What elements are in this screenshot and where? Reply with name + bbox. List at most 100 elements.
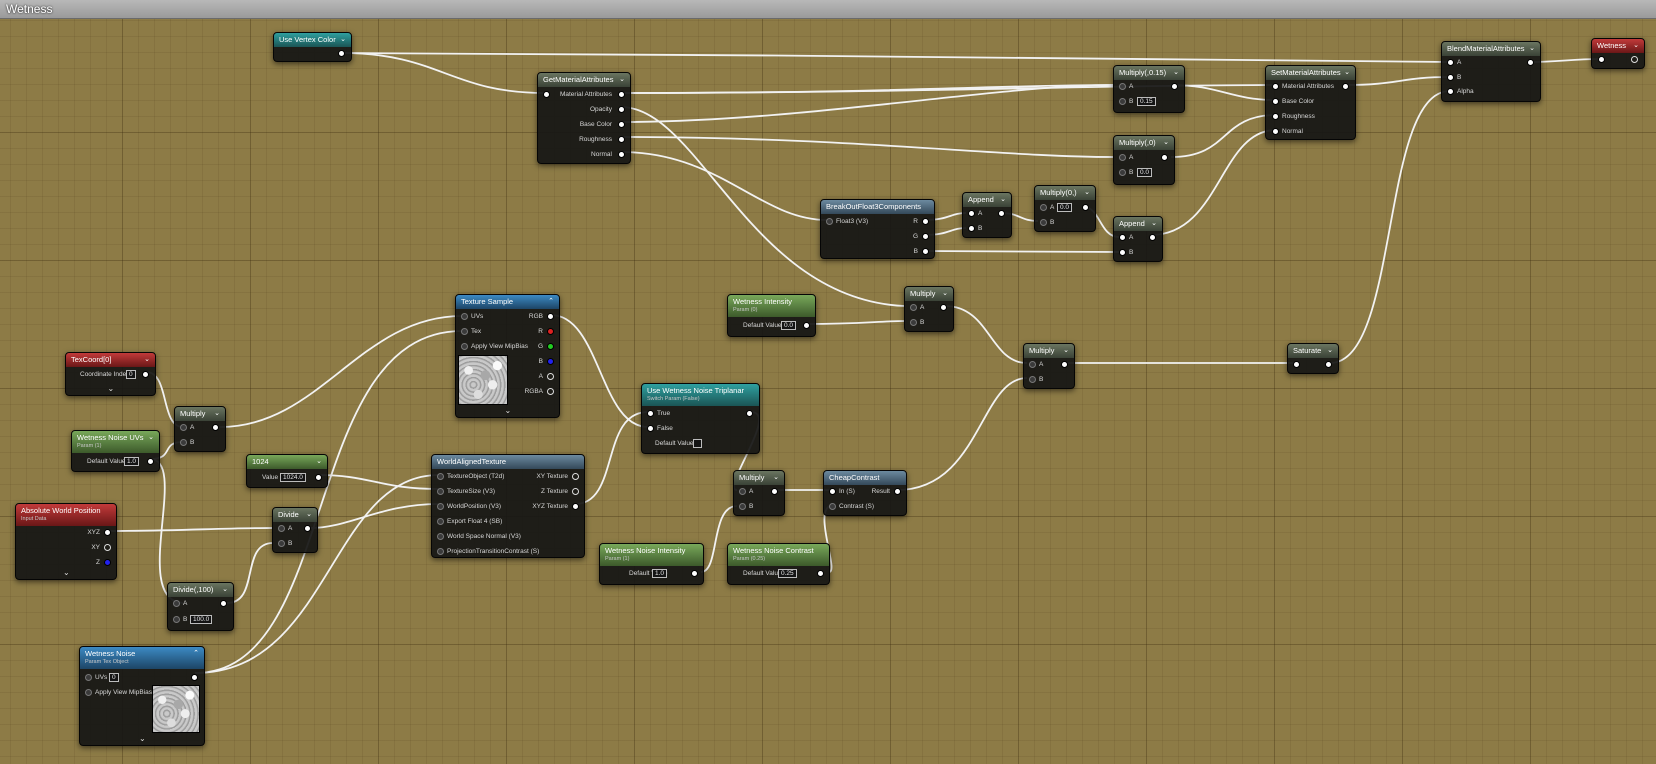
chevron-down-icon[interactable]: ⌄ bbox=[773, 474, 779, 481]
input-pin[interactable] bbox=[1119, 98, 1126, 105]
constant-1024-node[interactable]: 1024 ⌄ Value 1024.0 bbox=[246, 454, 328, 488]
chevron-down-icon[interactable]: ⌄ bbox=[306, 511, 312, 518]
chevron-down-icon[interactable]: ⌄ bbox=[340, 36, 346, 43]
output-pin[interactable] bbox=[191, 674, 198, 681]
value-field[interactable]: 100.0 bbox=[190, 615, 213, 624]
output-pin[interactable] bbox=[1325, 361, 1332, 368]
input-pin[interactable] bbox=[1029, 376, 1036, 383]
input-pin[interactable] bbox=[543, 91, 550, 98]
output-pin[interactable] bbox=[1061, 361, 1068, 368]
chevron-down-icon[interactable]: ⌄ bbox=[1173, 69, 1179, 76]
chevron-down-icon[interactable]: ⌄ bbox=[139, 734, 146, 743]
chevron-down-icon[interactable]: ⌄ bbox=[214, 410, 220, 417]
input-pin[interactable] bbox=[826, 218, 833, 225]
output-pin[interactable] bbox=[1171, 83, 1178, 90]
input-pin[interactable] bbox=[647, 410, 654, 417]
output-pin[interactable] bbox=[618, 121, 625, 128]
input-pin[interactable] bbox=[1119, 154, 1126, 161]
chevron-down-icon[interactable]: ⌄ bbox=[1344, 69, 1350, 76]
input-pin[interactable] bbox=[437, 473, 444, 480]
value-field[interactable]: 0.15 bbox=[1137, 97, 1156, 106]
wetness-noise-texture-param-node[interactable]: Wetness Noise Param Tex Object ⌃ UVs 0 A… bbox=[79, 646, 205, 746]
input-pin[interactable] bbox=[1119, 169, 1126, 176]
input-pin[interactable] bbox=[278, 525, 285, 532]
input-pin[interactable] bbox=[1293, 361, 1300, 368]
input-pin[interactable] bbox=[173, 600, 180, 607]
input-pin[interactable] bbox=[1272, 83, 1279, 90]
input-pin[interactable] bbox=[1598, 56, 1605, 63]
output-pin[interactable] bbox=[147, 458, 154, 465]
input-pin[interactable] bbox=[437, 548, 444, 555]
output-pin[interactable] bbox=[315, 474, 322, 481]
divide-100-node[interactable]: Divide(,100) ⌄ A B 100.0 bbox=[167, 582, 234, 631]
texture-sample-node[interactable]: Texture Sample ⌃ UVs Tex Apply View MipB… bbox=[455, 294, 560, 418]
texcoord-node[interactable]: TexCoord[0] ⌄ Coordinate Index 0 ⌄ bbox=[65, 352, 156, 396]
input-pin[interactable] bbox=[1447, 59, 1454, 66]
output-pin[interactable] bbox=[304, 525, 311, 532]
chevron-down-icon[interactable]: ⌄ bbox=[148, 434, 154, 441]
input-pin[interactable] bbox=[461, 328, 468, 335]
world-aligned-texture-node[interactable]: WorldAlignedTexture TextureObject (T2d) … bbox=[431, 454, 585, 558]
input-pin[interactable] bbox=[180, 424, 187, 431]
output-pin[interactable] bbox=[922, 233, 929, 240]
set-material-attributes-node[interactable]: SetMaterialAttributes ⌄ Material Attribu… bbox=[1265, 65, 1356, 140]
output-pin[interactable] bbox=[572, 473, 579, 480]
use-vertex-color-node[interactable]: Use Vertex Color ⌄ bbox=[273, 32, 352, 62]
input-pin[interactable] bbox=[437, 488, 444, 495]
chevron-down-icon[interactable]: ⌄ bbox=[1633, 42, 1639, 49]
output-pin[interactable] bbox=[572, 503, 579, 510]
breakout-float3-node[interactable]: BreakOutFloat3Components Float3 (V3) R G… bbox=[820, 199, 935, 259]
multiply-node[interactable]: Multiply ⌄ A B bbox=[904, 286, 954, 332]
input-pin[interactable] bbox=[1272, 128, 1279, 135]
input-pin[interactable] bbox=[910, 304, 917, 311]
output-pin[interactable] bbox=[922, 248, 929, 255]
output-pin[interactable] bbox=[547, 373, 554, 380]
input-pin[interactable] bbox=[1272, 98, 1279, 105]
chevron-down-icon[interactable]: ⌄ bbox=[107, 384, 115, 393]
input-pin[interactable] bbox=[1029, 361, 1036, 368]
input-pin[interactable] bbox=[1119, 83, 1126, 90]
input-pin[interactable] bbox=[968, 225, 975, 232]
input-pin[interactable] bbox=[437, 518, 444, 525]
value-field[interactable]: 0.0 bbox=[781, 321, 797, 330]
output-pin[interactable] bbox=[104, 544, 111, 551]
output-pin[interactable] bbox=[771, 488, 778, 495]
chevron-down-icon[interactable]: ⌄ bbox=[1163, 139, 1169, 146]
multiply-node[interactable]: Multiply ⌄ A B bbox=[1023, 343, 1075, 389]
input-pin[interactable] bbox=[1040, 204, 1047, 211]
input-pin[interactable] bbox=[437, 503, 444, 510]
input-pin[interactable] bbox=[739, 488, 746, 495]
input-pin[interactable] bbox=[829, 488, 836, 495]
use-wetness-noise-triplanar-node[interactable]: Use Wetness Noise Triplanar Switch Param… bbox=[641, 383, 760, 454]
input-pin[interactable] bbox=[1447, 74, 1454, 81]
output-pin[interactable] bbox=[572, 488, 579, 495]
output-pin[interactable] bbox=[1149, 234, 1156, 241]
multiply-0-a-node[interactable]: Multiply(0,) ⌄ A 0.0 B bbox=[1034, 185, 1096, 232]
input-pin[interactable] bbox=[461, 313, 468, 320]
value-field[interactable]: 1.0 bbox=[652, 569, 668, 578]
chevron-down-icon[interactable]: ⌄ bbox=[63, 568, 70, 577]
output-pin[interactable] bbox=[547, 328, 554, 335]
input-pin[interactable] bbox=[1040, 219, 1047, 226]
chevron-down-icon[interactable]: ⌄ bbox=[1529, 45, 1535, 52]
value-field[interactable]: 0.25 bbox=[778, 569, 797, 578]
input-pin[interactable] bbox=[1119, 249, 1126, 256]
output-pin[interactable] bbox=[1631, 56, 1638, 63]
wetness-noise-intensity-param-node[interactable]: Wetness Noise Intensity Param (1) Defaul… bbox=[599, 543, 704, 585]
input-pin[interactable] bbox=[1119, 234, 1126, 241]
chevron-down-icon[interactable]: ⌄ bbox=[222, 586, 228, 593]
input-pin[interactable] bbox=[1447, 88, 1454, 95]
output-pin[interactable] bbox=[547, 313, 554, 320]
output-pin[interactable] bbox=[142, 371, 149, 378]
input-pin[interactable] bbox=[647, 425, 654, 432]
input-pin[interactable] bbox=[437, 533, 444, 540]
value-field[interactable]: 0.0 bbox=[1137, 168, 1153, 177]
chevron-down-icon[interactable]: ⌄ bbox=[144, 356, 150, 363]
multiply-node[interactable]: Multiply ⌄ A B bbox=[733, 470, 785, 516]
output-pin[interactable] bbox=[894, 488, 901, 495]
input-pin[interactable] bbox=[829, 503, 836, 510]
chevron-down-icon[interactable]: ⌄ bbox=[316, 458, 322, 465]
append-node[interactable]: Append ⌄ A B bbox=[962, 192, 1012, 238]
input-pin[interactable] bbox=[85, 689, 92, 696]
output-pin[interactable] bbox=[1161, 154, 1168, 161]
